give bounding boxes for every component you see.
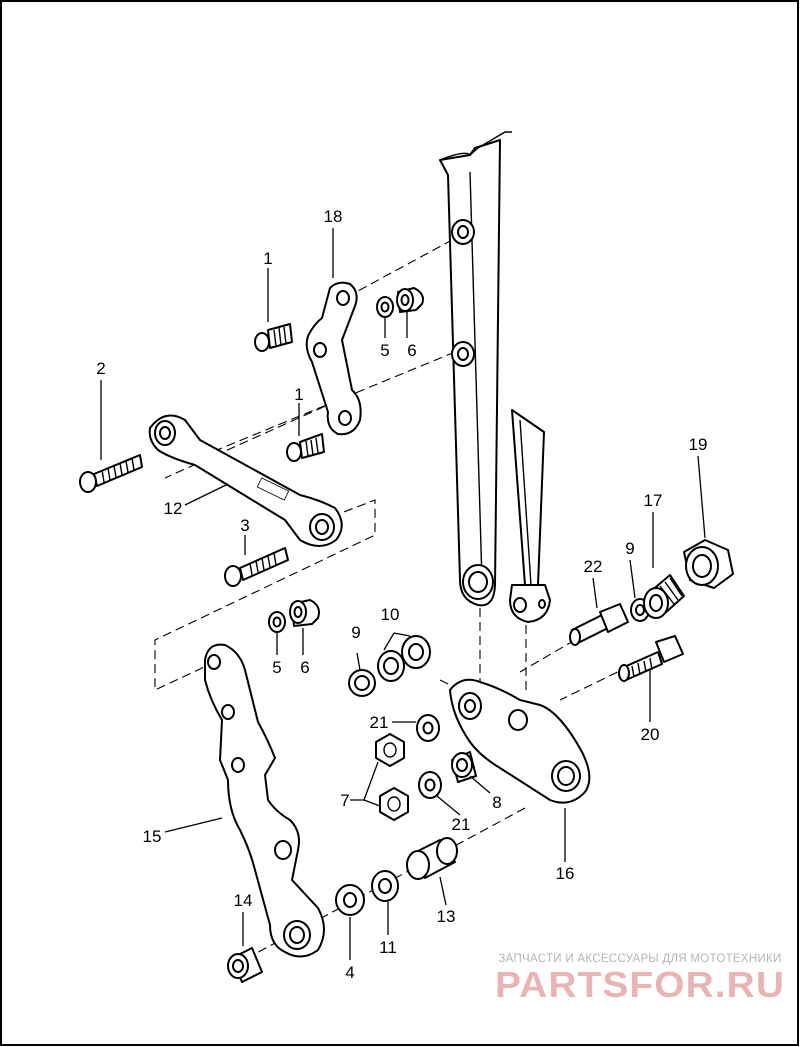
watermark-tagline: ЗАПЧАСТИ И АКСЕССУАРЫ ДЛЯ МОТОТЕХНИКИ xyxy=(498,953,781,965)
part-2-bolt xyxy=(79,454,143,493)
part-8-spacer xyxy=(451,751,477,783)
callout-9-right: 9 xyxy=(625,539,634,558)
callout-5-lower: 5 xyxy=(272,658,281,677)
part-21-washer-lower xyxy=(418,771,442,799)
callout-21-upper: 21 xyxy=(370,713,389,732)
part-1-bolt-upper xyxy=(254,323,293,352)
callout-10: 10 xyxy=(381,605,400,624)
part-5-washer-upper xyxy=(376,296,394,318)
callout-4: 4 xyxy=(345,963,354,982)
callout-6-lower: 6 xyxy=(300,658,309,677)
callout-5-upper: 5 xyxy=(380,341,389,360)
part-9-spacer-left xyxy=(348,669,376,697)
callout-19: 19 xyxy=(689,435,708,454)
part-6-nut-lower xyxy=(289,599,320,627)
part-1-bolt-lower xyxy=(286,433,325,462)
part-10-bushing-b xyxy=(401,635,431,669)
part-15-lever xyxy=(204,643,325,958)
part-14-bushing xyxy=(227,947,263,983)
assembly-lines xyxy=(154,232,631,963)
part-10-bushing-a xyxy=(377,650,405,682)
callout-2: 2 xyxy=(96,359,105,378)
part-7-nut-lower xyxy=(379,787,409,821)
callout-12: 12 xyxy=(164,499,183,518)
callout-1-lower: 1 xyxy=(294,385,303,404)
callout-9-left: 9 xyxy=(351,623,360,642)
callout-leaders xyxy=(100,228,706,960)
callout-15: 15 xyxy=(143,827,162,846)
callout-13: 13 xyxy=(437,907,456,926)
callout-22: 22 xyxy=(584,557,603,576)
callout-14: 14 xyxy=(234,891,253,910)
callout-labels: 18 1 1 2 3 5 6 5 6 12 15 9 10 21 7 21 8 … xyxy=(96,207,707,982)
frame-rail xyxy=(439,131,512,607)
callout-7: 7 xyxy=(340,791,349,810)
part-16-plate xyxy=(449,678,591,804)
callout-16: 16 xyxy=(556,864,575,883)
part-13-sleeve xyxy=(406,837,458,880)
part-5-washer-lower xyxy=(268,611,286,633)
callout-6-upper: 6 xyxy=(407,341,416,360)
part-21-washer-upper xyxy=(416,714,440,742)
part-11-spacer xyxy=(371,870,399,902)
part-12-link-rod xyxy=(148,414,343,547)
callout-18: 18 xyxy=(324,207,343,226)
part-17-threaded-bushing xyxy=(643,574,685,619)
part-6-nut-upper xyxy=(396,287,424,313)
callout-3: 3 xyxy=(240,516,249,535)
rear-rod xyxy=(509,409,551,623)
callout-21-lower: 21 xyxy=(452,815,471,834)
part-7-nut-upper xyxy=(375,733,405,767)
watermark-logo: PARTSFOR.RU xyxy=(495,964,785,1005)
part-22-shoulder-bolt xyxy=(569,603,629,646)
part-18-bracket xyxy=(305,281,362,436)
callout-20: 20 xyxy=(641,725,660,744)
callout-17: 17 xyxy=(644,491,663,510)
part-3-bolt xyxy=(224,547,289,587)
callout-11: 11 xyxy=(379,938,397,957)
part-4-washer xyxy=(335,884,365,916)
callout-8: 8 xyxy=(492,793,501,812)
watermark: ЗАПЧАСТИ И АКСЕССУАРЫ ДЛЯ МОТОТЕХНИКИ PA… xyxy=(495,953,785,1005)
part-20-bolt xyxy=(618,635,684,682)
callout-1-upper: 1 xyxy=(263,249,272,268)
part-19-jam-nut xyxy=(683,539,734,589)
